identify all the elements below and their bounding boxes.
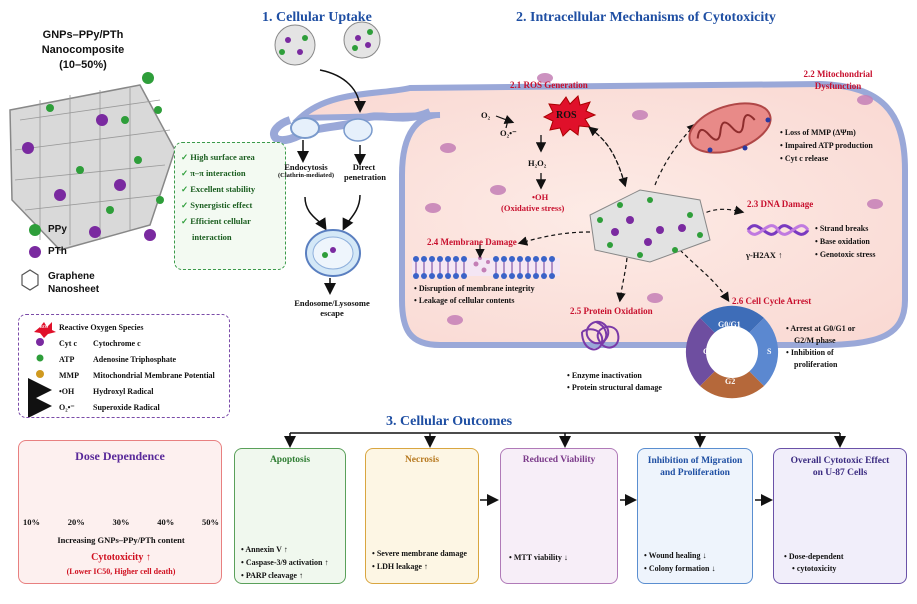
ppy-label: PPy: [48, 224, 67, 235]
cell-cycle-ring: [685, 305, 779, 399]
pth-label: PTh: [48, 246, 67, 257]
g0-label: G0/G1: [718, 320, 741, 329]
direct-penetration-label: Direct penetration: [344, 162, 387, 182]
dna-helix: [746, 224, 810, 236]
mito-title: 2.2 Mitochondrial Dysfunction: [803, 69, 873, 91]
ros-burst: [542, 95, 597, 137]
graphene-icon: [21, 269, 39, 291]
property-item: interaction: [192, 232, 232, 242]
dna-title: 2.3 DNA Damage: [747, 199, 814, 209]
property-item: ✓ Excellent stability: [181, 184, 256, 194]
pth-swatch-icon: [29, 246, 41, 258]
endocytosis-label: Endocytosis (Clathrin-mediated): [278, 162, 334, 179]
uptake-title: 1. Cellular Uptake: [262, 10, 372, 25]
mechanisms-title: 2. Intracellular Mechanisms of Cytotoxic…: [516, 10, 776, 25]
o2-radical-label: O₂•⁻: [500, 128, 517, 138]
graphene-label: Graphene Nanosheet: [48, 271, 100, 295]
membrane-list: Disruption of membrane integrity Leakage…: [414, 283, 535, 307]
protein-tangle: [581, 320, 620, 351]
dose-ticks: 10%20%30%40%50%: [23, 517, 219, 527]
outcomes-title: 3. Cellular Outcomes: [386, 414, 513, 429]
apoptosis-card: Apoptosis Annexin V ↑ Caspase-3/9 activa…: [234, 448, 346, 584]
s-label: S: [767, 347, 772, 356]
membrane-bilayer: [412, 244, 560, 279]
necrosis-card: Necrosis Severe membrane damage LDH leak…: [365, 448, 479, 584]
ros-title: 2.1 ROS Generation: [510, 80, 588, 90]
g2-left-label: G2: [703, 347, 714, 356]
ros-burst-label: ROS: [556, 110, 577, 121]
cytc-icon: [36, 338, 44, 346]
membrane-title: 2.4 Membrane Damage: [427, 237, 517, 247]
property-item: ✓ High surface area: [181, 152, 255, 162]
ros-icon: [34, 322, 56, 338]
protein-list: Enzyme inactivation Protein structural d…: [567, 370, 662, 394]
o2-label: O₂: [481, 110, 491, 120]
property-item: ✓ π–π interaction: [181, 168, 246, 178]
mito-list: Loss of MMP (ΔΨm) Impaired ATP productio…: [780, 126, 873, 165]
escape-label: Endosome/Lysosome escape: [294, 298, 370, 318]
ppy-swatch-icon: [29, 224, 41, 236]
oxidative-stress-label: (Oxidative stress): [501, 203, 565, 213]
cycle-title: 2.6 Cell Cycle Arrest: [732, 296, 812, 306]
composite-title: GNPs–PPy/PTh Nanocomposite (10–50%): [41, 29, 125, 71]
oh-label: •OH: [532, 192, 549, 202]
viability-card: Reduced Viability MTT viability ↓: [500, 448, 618, 584]
dose-card: Dose Dependence 10%20%30%40%50% Increasi…: [18, 440, 222, 584]
properties-box: ✓ High surface area ✓ π–π interaction ✓ …: [174, 142, 286, 270]
gh2ax-label: γ-H2AX ↑: [746, 250, 783, 260]
nanocomposite-illustration: [9, 72, 176, 251]
mitochondrion: [688, 102, 772, 154]
mmp-icon: [36, 370, 44, 378]
cycle-list: • Arrest at G0/G1 or G2/M phase • Inhibi…: [786, 324, 856, 369]
property-item: ✓ Efficient cellular: [181, 216, 251, 226]
property-item: ✓ Synergistic effect: [181, 200, 253, 210]
dna-list: Strand breaks Base oxidation Genotoxic s…: [815, 222, 876, 261]
atp-icon: [36, 354, 44, 362]
g2-bottom-label: G2: [725, 377, 736, 386]
protein-title: 2.5 Protein Oxidation: [570, 306, 653, 316]
h2o2-label: H₂O₂: [528, 158, 547, 168]
